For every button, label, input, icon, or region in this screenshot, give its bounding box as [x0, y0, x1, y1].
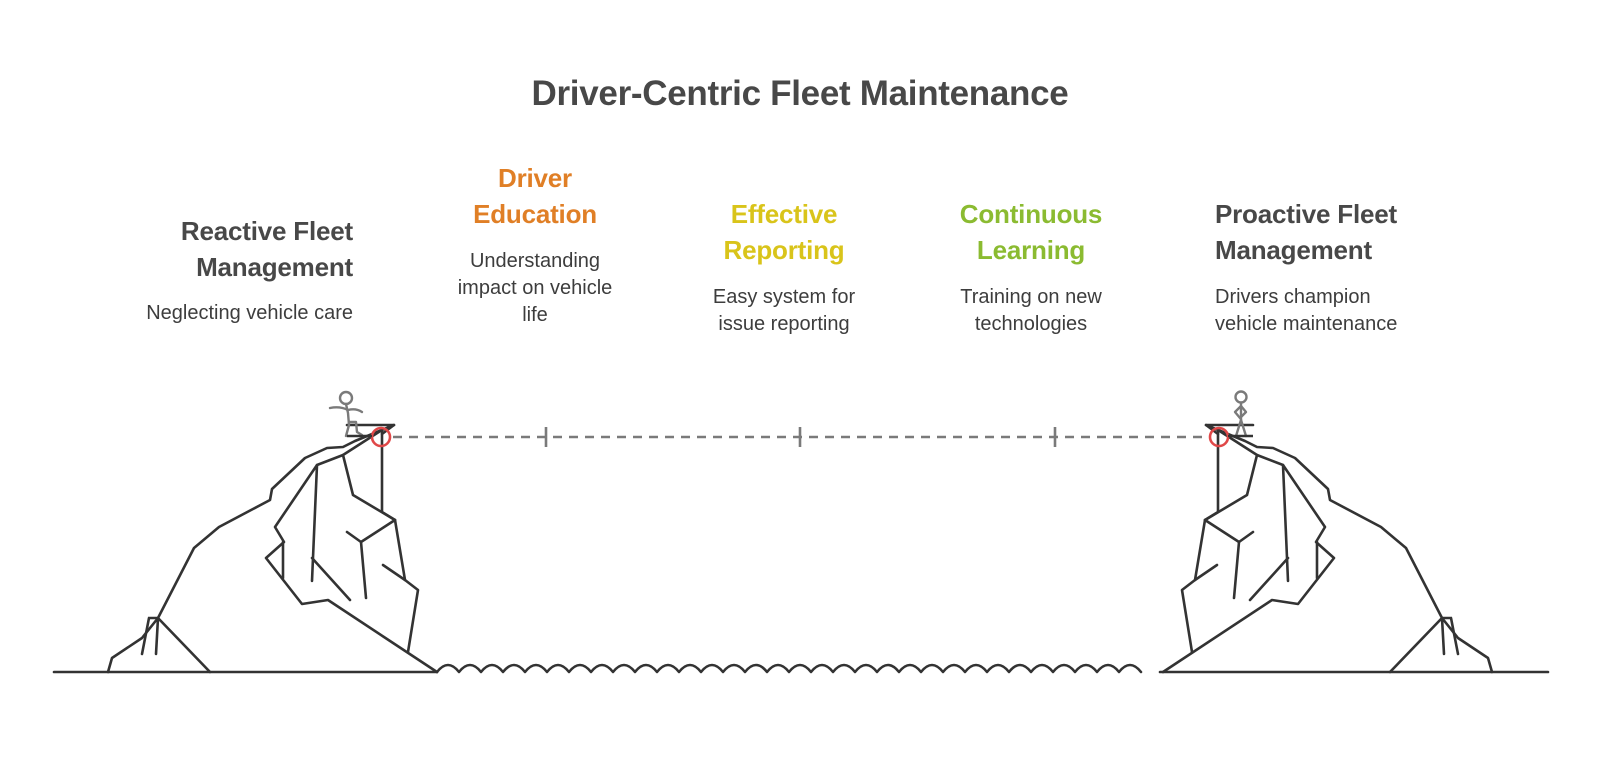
- stage-effective-reporting-title-line1: Effective: [730, 199, 838, 229]
- right-cliff: [1161, 423, 1494, 674]
- stage-continuous-learning-title: Continuous Learning: [931, 196, 1131, 268]
- water-waves-path: [435, 663, 1143, 674]
- diagram-title: Driver-Centric Fleet Maintenance: [531, 74, 1069, 113]
- stage-driver-education-title-line1: Driver: [498, 163, 572, 193]
- stage-start-title: Reactive Fleet Management: [100, 213, 353, 285]
- desc-line: Understanding: [469, 250, 601, 272]
- desc-line: issue reporting: [718, 313, 850, 335]
- stage-continuous-learning-title-line1: Continuous: [959, 199, 1103, 229]
- stage-start-description: Neglecting vehicle care: [146, 302, 353, 324]
- stage-continuous-learning-description: Training on new technologies: [931, 284, 1131, 338]
- desc-line: Drivers champion: [1215, 286, 1371, 308]
- stage-end-title: Proactive Fleet Management: [1215, 196, 1515, 268]
- desc-line: impact on vehicle: [457, 277, 613, 299]
- left-cliff: [106, 423, 439, 674]
- stage-driver-education: Driver Education Understanding impact on…: [435, 160, 635, 329]
- stick-figure-standing-icon: [1233, 390, 1248, 438]
- stage-start-title-line2: Management: [196, 252, 353, 282]
- stage-effective-reporting: Effective Reporting Easy system for issu…: [684, 196, 884, 338]
- stage-start: Reactive Fleet Management Neglecting veh…: [100, 213, 353, 327]
- stage-continuous-learning-title-line2: Learning: [976, 235, 1086, 265]
- stage-driver-education-title: Driver Education: [435, 160, 635, 232]
- stage-effective-reporting-title: Effective Reporting: [684, 196, 884, 268]
- desc-line: technologies: [974, 313, 1088, 335]
- stage-effective-reporting-title-line2: Reporting: [723, 235, 845, 265]
- stage-end-title-line1: Proactive Fleet: [1215, 199, 1397, 229]
- desc-line: vehicle maintenance: [1215, 313, 1398, 335]
- stage-driver-education-title-line2: Education: [473, 199, 597, 229]
- stage-end-title-line2: Management: [1215, 235, 1372, 265]
- stage-driver-education-description: Understanding impact on vehicle life: [435, 248, 635, 329]
- stage-continuous-learning: Continuous Learning Training on new tech…: [931, 196, 1131, 338]
- desc-line: life: [522, 304, 548, 326]
- stage-start-title-line1: Reactive Fleet: [180, 216, 353, 246]
- desc-line: Easy system for: [712, 286, 856, 308]
- desc-line: Training on new: [960, 286, 1102, 308]
- stage-end-description: Drivers champion vehicle maintenance: [1215, 284, 1515, 338]
- stage-end: Proactive Fleet Management Drivers champ…: [1215, 196, 1515, 338]
- stick-figure-stepping-icon: [328, 390, 364, 438]
- stage-effective-reporting-description: Easy system for issue reporting: [684, 284, 884, 338]
